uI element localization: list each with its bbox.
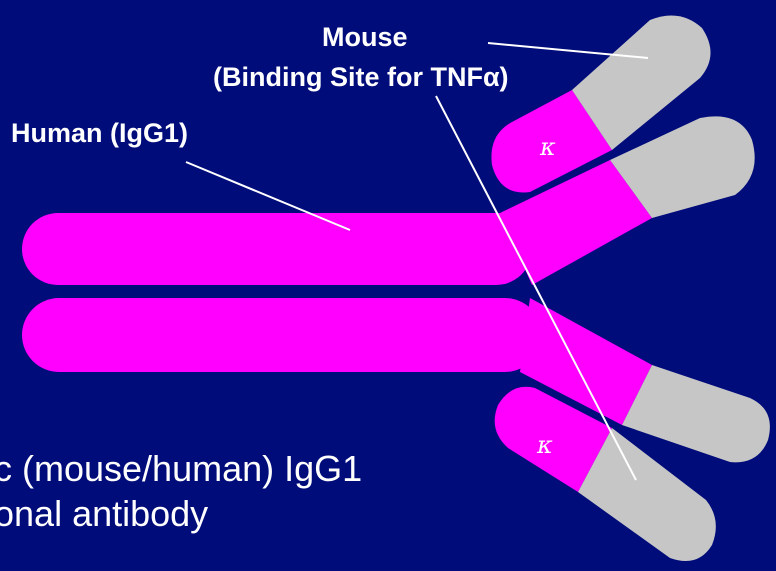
heavy-chain-upper-stem xyxy=(22,213,532,285)
kappa-lower-label: κ xyxy=(536,431,553,459)
caption-line-2: onal antibody xyxy=(0,493,208,535)
binding-site-label: (Binding Site for TNFα) xyxy=(213,62,509,93)
heavy-chain-lower-stem xyxy=(22,298,542,372)
human-igg1-label: Human (IgG1) xyxy=(11,118,188,149)
caption-line-1: c (mouse/human) IgG1 xyxy=(0,448,362,490)
mouse-label: Mouse xyxy=(322,22,408,53)
kappa-upper-label: κ xyxy=(539,133,556,161)
